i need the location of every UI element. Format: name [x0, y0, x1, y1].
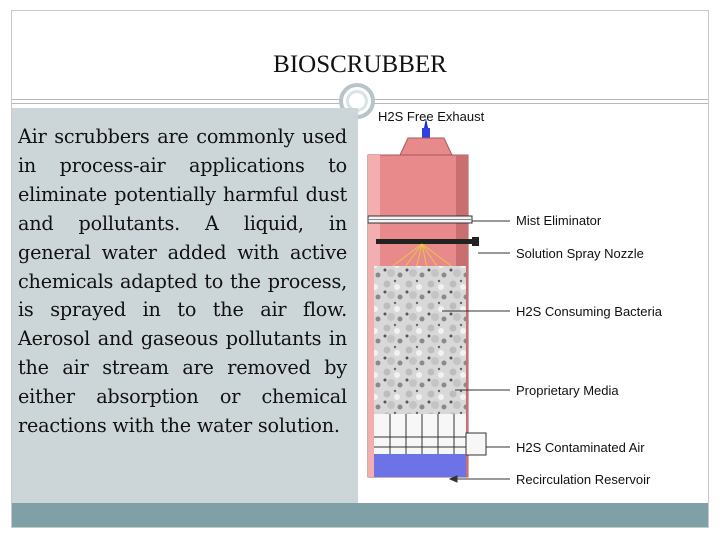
proprietary-media-bed — [374, 266, 466, 414]
bioscrubber-diagram: H2S Free Exhaust Mist Eliminator Solutio… — [367, 109, 663, 487]
label-h2s-free-exhaust: H2S Free Exhaust — [378, 109, 485, 124]
label-spray-nozzle: Solution Spray Nozzle — [516, 246, 644, 261]
recirculation-reservoir — [374, 454, 466, 477]
label-contaminated-air: H2S Contaminated Air — [516, 440, 645, 455]
label-proprietary-media: Proprietary Media — [516, 383, 619, 398]
exhaust-nozzle-icon — [399, 118, 453, 156]
leader-lines — [442, 220, 510, 483]
body-text: Air scrubbers are commonly used in proce… — [18, 125, 347, 438]
title-band: BIOSCRUBBER — [12, 11, 708, 99]
mist-eliminator-icon — [367, 215, 473, 224]
label-consuming-bacteria: H2S Consuming Bacteria — [516, 304, 663, 319]
slide-title: BIOSCRUBBER — [273, 51, 447, 78]
slide-frame — [11, 10, 709, 528]
label-recirculation-reservoir: Recirculation Reservoir — [516, 472, 651, 487]
contaminated-air-inlet-icon — [374, 414, 487, 456]
label-mist-eliminator: Mist Eliminator — [516, 213, 602, 228]
text-panel — [12, 108, 358, 503]
bottom-bar — [12, 503, 708, 527]
